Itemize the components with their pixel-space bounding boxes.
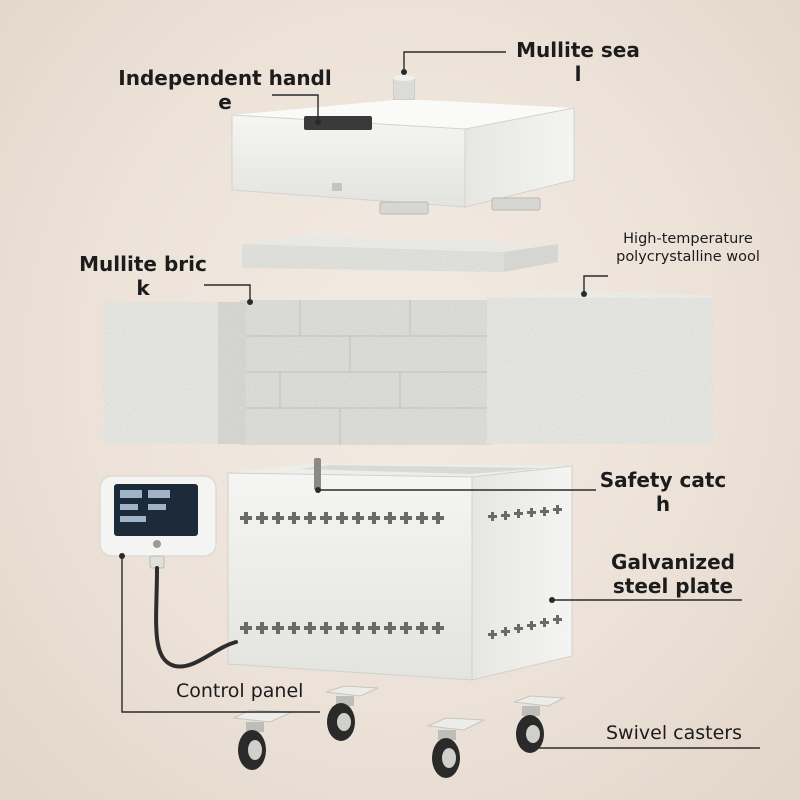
wool-block-left	[103, 302, 246, 444]
leader-control-panel	[121, 556, 320, 713]
leader-mullite-seal	[403, 51, 506, 72]
label-mullite-brick: Mullite bric k	[79, 252, 207, 300]
control-panel-unit	[99, 475, 217, 569]
independent-lid	[231, 99, 575, 215]
control-cable	[154, 566, 238, 669]
label-control-panel: Control panel	[176, 680, 304, 702]
label-galvanized-plate: Galvanized steel plate	[611, 550, 735, 598]
lid-handle-slot	[304, 116, 372, 130]
label-swivel-casters: Swivel casters	[606, 722, 742, 744]
swivel-caster	[426, 717, 486, 778]
swivel-caster	[232, 709, 293, 770]
leader-independent-handle	[272, 94, 319, 122]
galvanized-shell	[227, 458, 573, 681]
wool-block-right	[487, 290, 713, 444]
wool-board	[242, 236, 558, 272]
label-hightemp-wool: High-temperature polycrystalline wool	[616, 231, 760, 266]
swivel-caster	[513, 695, 566, 753]
swivel-caster	[325, 685, 379, 741]
safety-catch-pin	[314, 458, 321, 490]
label-mullite-seal: Mullite sea l	[516, 38, 640, 86]
mullite-seal-plug	[392, 75, 416, 101]
leader-hightemp-wool	[583, 275, 608, 294]
label-safety-catch: Safety catc h	[599, 468, 727, 516]
mullite-brick-stack	[240, 300, 492, 445]
leader-mullite-brick	[204, 284, 251, 302]
label-independent-handle: Independent handl e	[118, 66, 332, 114]
